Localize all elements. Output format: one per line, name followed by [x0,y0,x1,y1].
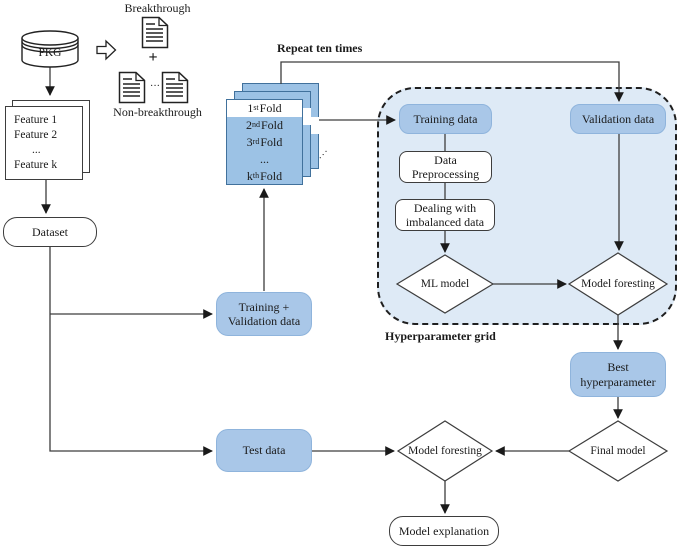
non-breakthrough-label: Non-breakthrough [113,105,202,119]
training-data-box: Training data [399,104,492,134]
model-explanation-box: Model explanation [389,516,499,546]
connector-lines [41,61,624,514]
final-model-diamond [567,420,669,482]
dataset-box: Dataset [3,217,97,247]
document-icon-non-breakthrough-1 [118,71,146,104]
plus-sign: + [148,49,158,66]
document-icon-breakthrough [141,16,169,49]
edge-dataset-to-testdata [49,247,213,456]
document-icon-non-breakthrough-2 [161,71,189,104]
document-dots: ··· [150,81,160,92]
model-foresting-bottom-label: Model foresting [408,445,482,457]
training-validation-box: Training + Validation data [216,292,312,336]
feature-row: Feature 2 [14,129,58,141]
best-hyperparameter-box: Best hyperparameter [570,352,666,397]
feature-row: Feature k [14,159,58,171]
ml-model-diamond [395,254,495,314]
model-foresting-bottom-diamond [396,420,494,482]
block-arrow-icon [96,39,117,61]
hyperparameter-grid-label: Hyperparameter grid [385,329,496,343]
feature-paper-front [5,106,83,180]
model-foresting-grid-diamond [567,252,669,316]
edge-repeat-to-validation [280,61,624,102]
feature-row: Feature 1 [14,114,58,126]
pkg-label: PKG [38,47,62,59]
final-model-label: Final model [590,445,646,457]
feature-row-dots: ... [32,144,41,156]
breakthrough-label: Breakthrough [124,1,191,15]
validation-data-box: Validation data [570,104,666,134]
model-foresting-grid-label: Model foresting [581,278,655,290]
fold-notch-back [311,117,319,134]
repeat-ten-times-label: Repeat ten times [277,41,363,55]
imbalanced-data-box: Dealing with imbalanced data [395,199,495,231]
test-data-box: Test data [216,429,312,472]
database-icon [21,30,79,68]
fold-row-dots: ... [260,151,269,166]
fold-notch-middle [303,108,311,125]
feature-list: Feature 1 Feature 2 ... Feature k [5,108,90,178]
ml-model-label: ML model [420,278,470,290]
data-preprocessing-box: Data Preprocessing [399,151,492,183]
